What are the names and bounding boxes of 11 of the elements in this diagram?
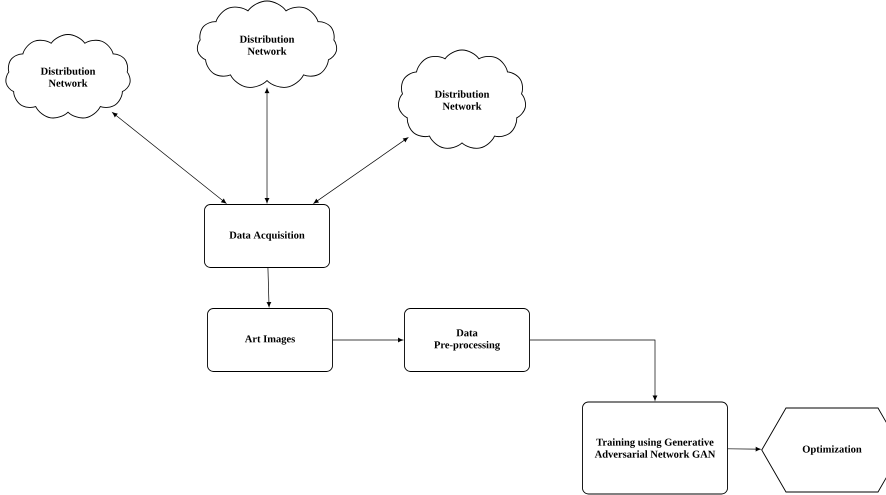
process-box: Training using Generative Adversarial Network GAN [582, 402, 728, 494]
arrow [332, 338, 404, 342]
process-box: Data Pre-processing [404, 308, 530, 372]
arrow [266, 268, 272, 308]
process-box: Data Acquisition [204, 204, 330, 268]
process-box: Art Images [207, 308, 333, 372]
arrow [112, 112, 226, 204]
arrow [264, 88, 270, 204]
arrow [728, 446, 761, 452]
arrow [313, 137, 408, 204]
arrow [530, 340, 658, 401]
